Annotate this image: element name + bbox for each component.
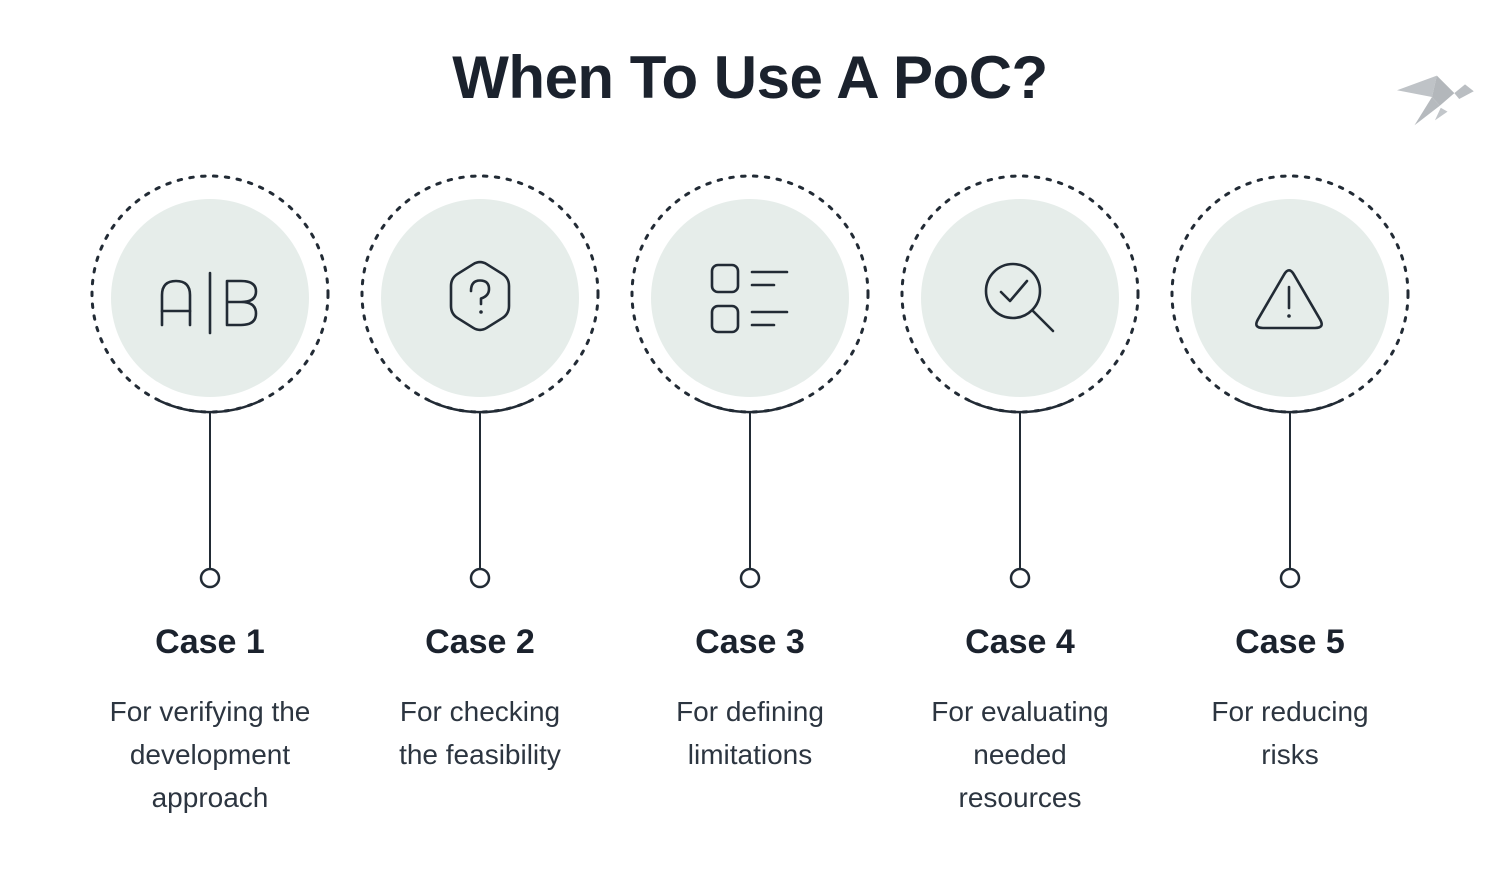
case-column-2: Case 2 For checking the feasibility: [360, 170, 600, 819]
infographic-page: When To Use A PoC?: [0, 42, 1500, 819]
case-3-bubble: [630, 174, 870, 589]
origami-bird-logo: [1388, 64, 1476, 132]
case-column-3: Case 3 For defining limitations: [630, 170, 870, 819]
warning-triangle-icon: [1255, 269, 1323, 330]
case-2-bubble: [360, 174, 600, 589]
case-1-bubble: [90, 174, 330, 589]
case-5-bubble: [1170, 174, 1410, 589]
case-description: For reducing risks: [1211, 696, 1369, 770]
checklist-icon: [710, 263, 789, 334]
case-description: For evaluating needed resources: [931, 696, 1109, 813]
case-description: For checking the feasibility: [399, 696, 561, 770]
page-title: When To Use A PoC?: [452, 44, 1048, 111]
case-label: Case 5: [1235, 623, 1345, 661]
case-description: For defining limitations: [676, 696, 824, 770]
cases-row: Case 1 For verifying the development app…: [0, 170, 1500, 819]
case-column-1: Case 1 For verifying the development app…: [90, 170, 330, 819]
case-label: Case 3: [695, 623, 805, 661]
case-description: For verifying the development approach: [109, 696, 311, 813]
case-label: Case 1: [155, 623, 265, 661]
magnifier-check-icon: [984, 262, 1055, 333]
case-label: Case 2: [425, 623, 535, 661]
ab-comparison-icon: [160, 271, 258, 335]
case-column-4: Case 4 For evaluating needed resources: [900, 170, 1140, 819]
origami-bird-icon: [1397, 75, 1474, 126]
case-label: Case 4: [965, 623, 1075, 661]
case-4-bubble: [900, 174, 1140, 589]
hexagon-question-icon: [449, 260, 511, 332]
case-column-5: Case 5 For reducing risks: [1170, 170, 1410, 819]
